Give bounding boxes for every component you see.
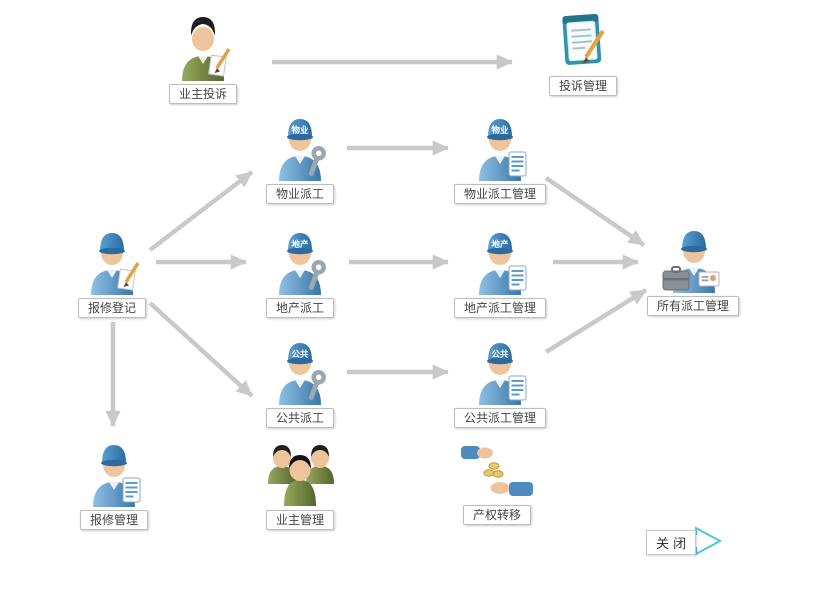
node-complaint-mgmt[interactable]: 投诉管理 — [513, 10, 653, 96]
node-label: 物业派工 — [265, 184, 334, 204]
node-label: 业主管理 — [265, 510, 334, 530]
document-icon — [508, 375, 527, 401]
node-label: 报修管理 — [79, 510, 148, 530]
node-all-dispatch-mgmt[interactable]: 所有派工管理 — [623, 224, 763, 316]
people-group-icon — [268, 445, 334, 506]
node-owner-complaint[interactable]: 业主投诉 — [133, 12, 273, 104]
node-owner-mgmt[interactable]: 业主管理 — [230, 438, 370, 530]
node-property-dispatch-mgmt[interactable]: 物业 物业派工管理 — [430, 112, 570, 204]
node-label: 报修登记 — [77, 298, 146, 318]
receiving-hand-icon — [490, 482, 533, 496]
pen-paper-icon — [208, 48, 231, 77]
cap-text: 地产 — [491, 239, 509, 250]
cap-text: 公共 — [291, 349, 309, 360]
worker-wrench-icon: 物业 — [279, 119, 326, 181]
document-icon — [508, 265, 527, 291]
node-estate-dispatch[interactable]: 地产 地产派工 — [230, 226, 370, 318]
worker-briefcase-card-icon — [662, 231, 720, 293]
worker-document-icon: 物业 — [479, 119, 527, 181]
cap-text: 物业 — [491, 125, 509, 136]
giving-hand-icon — [461, 446, 493, 459]
pen-paper-icon — [117, 262, 140, 291]
cap-text: 物业 — [291, 125, 309, 136]
worker-document-icon: 地产 — [479, 233, 527, 295]
person-pen-icon — [182, 17, 231, 81]
node-repair-register[interactable]: 报修登记 — [42, 226, 182, 318]
cap-text: 地产 — [291, 239, 309, 250]
close-button[interactable]: 关 闭 — [644, 524, 724, 558]
wrench-icon — [308, 260, 326, 291]
id-card-icon — [698, 271, 720, 287]
worker-wrench-icon: 公共 — [279, 343, 326, 405]
close-label: 关 闭 — [646, 530, 697, 555]
node-label: 公共派工 — [265, 408, 334, 428]
hands-coins-icon — [461, 446, 533, 496]
notepad-pencil-icon — [562, 14, 605, 65]
cap-text: 公共 — [491, 349, 509, 360]
node-label: 产权转移 — [462, 505, 531, 525]
worker-document-icon: 公共 — [479, 343, 527, 405]
node-public-dispatch[interactable]: 公共 公共派工 — [230, 336, 370, 428]
wrench-icon — [308, 370, 326, 401]
node-label: 所有派工管理 — [646, 296, 739, 316]
node-label: 公共派工管理 — [453, 408, 546, 428]
worker-pen-icon — [91, 233, 140, 295]
node-label: 投诉管理 — [548, 76, 617, 96]
node-repair-mgmt[interactable]: 报修管理 — [44, 438, 184, 530]
document-icon — [508, 151, 527, 177]
node-label: 业主投诉 — [168, 84, 237, 104]
node-property-transfer[interactable]: 产权转移 — [427, 445, 567, 525]
node-label: 物业派工管理 — [453, 184, 546, 204]
node-label: 地产派工管理 — [453, 298, 546, 318]
worker-document-icon — [93, 445, 141, 507]
node-label: 地产派工 — [265, 298, 334, 318]
document-icon — [122, 477, 141, 503]
node-property-dispatch[interactable]: 物业 物业派工 — [230, 112, 370, 204]
coins-icon — [483, 462, 504, 478]
briefcase-icon — [662, 266, 690, 291]
worker-wrench-icon: 地产 — [279, 233, 326, 295]
node-public-dispatch-mgmt[interactable]: 公共 公共派工管理 — [430, 336, 570, 428]
node-estate-dispatch-mgmt[interactable]: 地产 地产派工管理 — [430, 226, 570, 318]
wrench-icon — [308, 146, 326, 177]
